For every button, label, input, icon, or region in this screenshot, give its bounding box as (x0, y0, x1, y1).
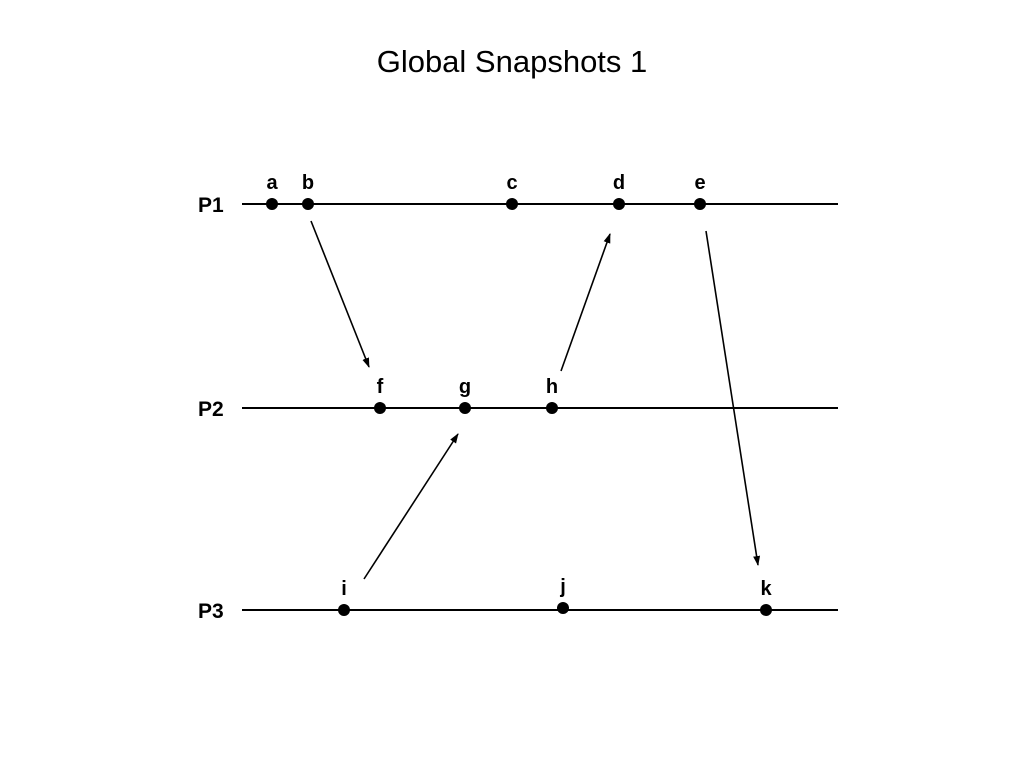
event-label-d: d (613, 172, 625, 194)
event-label-b: b (302, 172, 314, 194)
event-markers: a b c d e f g h i j k (266, 172, 772, 616)
process-label-p3: P3 (198, 600, 224, 623)
process-label-p2: P2 (198, 398, 224, 421)
event-dot-a (266, 198, 278, 210)
event-dot-g (459, 402, 471, 414)
process-label-p1: P1 (198, 194, 224, 217)
event-label-e: e (694, 172, 705, 194)
event-dot-d (613, 198, 625, 210)
event-label-g: g (459, 376, 471, 398)
event-dot-h (546, 402, 558, 414)
event-label-k: k (760, 578, 772, 600)
event-dot-i (338, 604, 350, 616)
message-arrows (310, 220, 761, 580)
message-arrow-h-to-d (560, 233, 611, 372)
event-label-j: j (559, 576, 566, 598)
message-arrow-e-to-k (705, 230, 761, 566)
event-dot-j (557, 602, 569, 614)
event-label-c: c (506, 172, 517, 194)
event-dot-f (374, 402, 386, 414)
event-dot-k (760, 604, 772, 616)
page-title: Global Snapshots 1 (376, 44, 648, 79)
event-dot-c (506, 198, 518, 210)
message-arrow-b-to-f (310, 220, 370, 368)
event-label-a: a (266, 172, 278, 194)
event-dot-e (694, 198, 706, 210)
event-label-f: f (377, 376, 384, 398)
event-label-i: i (341, 578, 347, 600)
message-arrow-i-to-g (363, 433, 459, 580)
event-dot-b (302, 198, 314, 210)
event-label-h: h (546, 376, 558, 398)
